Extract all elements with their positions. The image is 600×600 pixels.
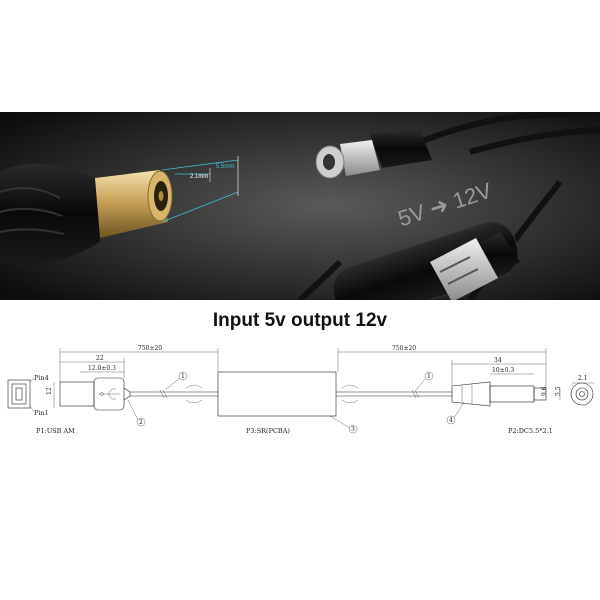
right-total-length: 750±20 xyxy=(392,345,416,352)
callout-1-right: 1 xyxy=(415,371,434,391)
dc-dim-9-6: 9.6 xyxy=(541,386,548,396)
dim-outer-label: 5.5mm xyxy=(216,164,234,170)
dc-front-view xyxy=(570,382,594,406)
svg-text:1: 1 xyxy=(427,373,431,380)
svg-text:1: 1 xyxy=(181,373,185,380)
right-dim-10: 10±0.3 xyxy=(492,367,514,374)
dc-plug-side xyxy=(451,381,547,407)
page-title: Input 5v output 12v xyxy=(212,310,388,331)
svg-text:3: 3 xyxy=(351,426,355,433)
technical-drawing: Pin4 Pin1 12 xyxy=(7,345,594,435)
left-dim-12: 12.0±0.3 xyxy=(88,365,116,372)
dc-plug-closeup xyxy=(0,163,173,265)
pin1-label: Pin1 xyxy=(34,409,49,417)
dc-dim-2-1: 2.1 xyxy=(578,375,588,382)
callout-3: 3 xyxy=(329,415,358,434)
converter-product: 5V ➜ 12V xyxy=(297,112,600,300)
callout-1-left: 1 xyxy=(164,371,188,391)
usb-plug-side xyxy=(59,377,131,411)
converter-body-drawing xyxy=(217,371,337,417)
plug-dimension-lines xyxy=(161,156,239,223)
product-photo: 5.5mm 2.1mm 5V ➜ 12V xyxy=(0,112,600,300)
usb-front-view xyxy=(7,377,35,413)
right-dim-34: 34 xyxy=(494,357,502,364)
usb-height-label: 12 xyxy=(46,387,53,395)
caption-p1: P1:USB AM xyxy=(36,427,75,435)
dc-dim-5-5: 5.5 xyxy=(555,386,562,396)
callout-4: 4 xyxy=(446,401,465,425)
svg-text:2: 2 xyxy=(139,419,143,426)
dim-inner-label: 2.1mm xyxy=(190,174,208,180)
left-dim-22: 22 xyxy=(96,355,104,362)
caption-p2: P2:DC5.5*2.1 xyxy=(508,427,553,435)
pin4-label: Pin4 xyxy=(34,374,49,382)
caption-p3: P3:SR(PCBA) xyxy=(246,427,290,435)
callout-2: 2 xyxy=(127,399,146,427)
left-total-length: 750±20 xyxy=(138,345,162,352)
svg-text:4: 4 xyxy=(449,417,453,424)
